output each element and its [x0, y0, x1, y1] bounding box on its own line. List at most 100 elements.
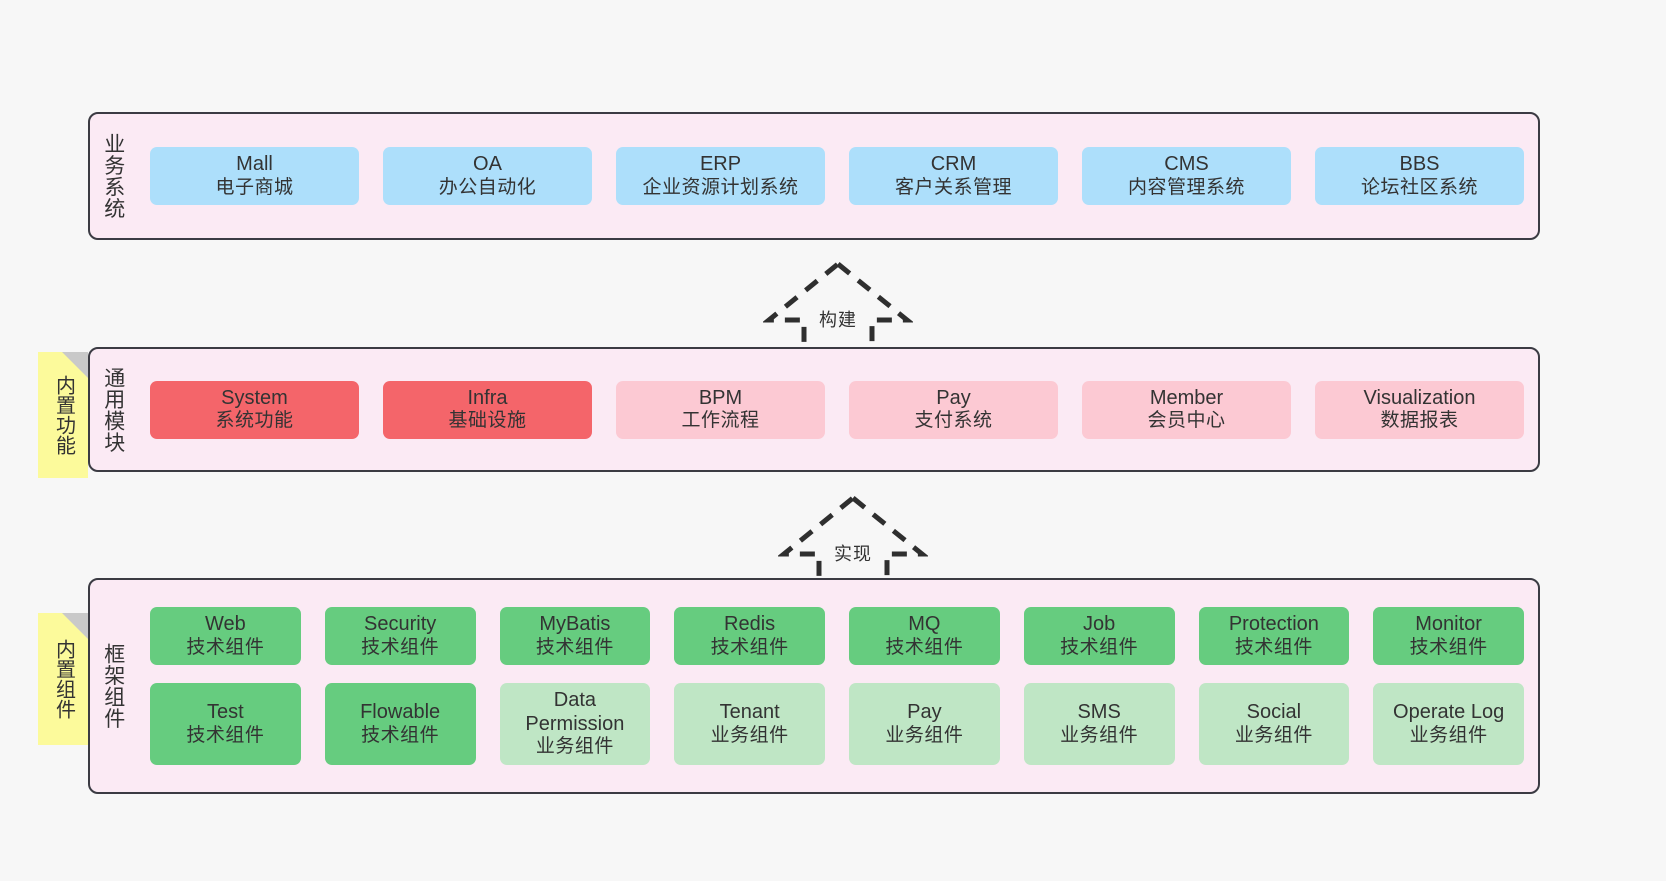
- card-title-en: Tenant: [719, 701, 780, 723]
- card-title-cn: 业务组件: [1234, 724, 1313, 746]
- card-title-cn: 工作流程: [681, 410, 760, 432]
- card-monitor[interactable]: Monitor 技术组件: [1373, 607, 1524, 666]
- card-title-en: Redis: [724, 613, 776, 636]
- card-title-cn: 内容管理系统: [1127, 176, 1245, 198]
- card-pay-component[interactable]: Pay 业务组件: [849, 683, 1000, 765]
- card-title-cn: 技术组件: [1234, 636, 1313, 658]
- card-title-cn: 企业资源计划系统: [642, 176, 799, 198]
- card-web[interactable]: Web 技术组件: [150, 607, 301, 666]
- card-title-en: Flowable: [360, 701, 441, 723]
- card-title-en: Job: [1083, 613, 1116, 636]
- card-row: System 系统功能 Infra 基础设施 BPM 工作流程 Pay 支付系统…: [150, 380, 1524, 439]
- layer-common-module-label: 通用模块: [101, 366, 125, 453]
- note-builtin-components: 内置组件: [38, 613, 88, 745]
- card-title-en: Web: [204, 613, 246, 636]
- card-cms[interactable]: CMS 内容管理系统: [1082, 147, 1291, 205]
- card-visualization[interactable]: Visualization 数据报表: [1315, 380, 1524, 439]
- connector-implement-arrow: 实现: [778, 492, 928, 590]
- card-title-en: CRM: [930, 153, 977, 175]
- card-title-cn: 电子商城: [215, 176, 294, 198]
- card-mybatis[interactable]: MyBatis 技术组件: [499, 607, 651, 666]
- card-title-en: Pay: [936, 386, 971, 409]
- card-title-cn: 客户关系管理: [894, 176, 1012, 198]
- card-title-en: BBS: [1399, 153, 1440, 175]
- card-mall[interactable]: Mall 电子商城: [150, 147, 359, 205]
- note-fold-corner-icon: [62, 352, 88, 378]
- card-row: Mall 电子商城 OA 办公自动化 ERP 企业资源计划系统 CRM 客户关系…: [150, 147, 1524, 205]
- card-sms[interactable]: SMS 业务组件: [1023, 683, 1175, 765]
- card-erp[interactable]: ERP 企业资源计划系统: [616, 147, 825, 205]
- card-title-en: CMS: [1164, 153, 1209, 175]
- card-title-en: Member: [1149, 386, 1224, 409]
- card-title-cn: 系统功能: [215, 410, 294, 432]
- card-title-cn: 办公自动化: [438, 176, 537, 198]
- card-crm[interactable]: CRM 客户关系管理: [849, 147, 1058, 205]
- layer-common-module: 通用模块 System 系统功能 Infra 基础设施 BPM 工作流程 Pay…: [88, 347, 1540, 472]
- connector-build-label: 构建: [819, 310, 857, 330]
- note-fold-corner-icon: [62, 613, 88, 639]
- card-pay[interactable]: Pay 支付系统: [849, 380, 1058, 439]
- card-title-cn: 业务组件: [1060, 724, 1139, 746]
- card-mq[interactable]: MQ 技术组件: [849, 607, 1000, 666]
- connector-build-arrow: 构建: [763, 258, 913, 356]
- card-title-cn: 技术组件: [361, 724, 440, 746]
- card-infra[interactable]: Infra 基础设施: [383, 380, 592, 439]
- card-member[interactable]: Member 会员中心: [1082, 380, 1291, 439]
- note-builtin-features: 内置功能: [38, 352, 88, 478]
- card-title-cn: 会员中心: [1147, 410, 1226, 432]
- card-title-cn: 业务组件: [1409, 724, 1488, 746]
- card-title-en: ERP: [699, 153, 742, 175]
- card-title-en: System: [221, 386, 288, 409]
- card-title-en: Data Permission: [525, 689, 625, 735]
- card-title-cn: 业务组件: [710, 724, 789, 746]
- card-tenant[interactable]: Tenant 业务组件: [674, 683, 825, 765]
- card-row: Test 技术组件 Flowable 技术组件 Data Permission …: [150, 683, 1524, 765]
- card-title-cn: 技术组件: [186, 636, 265, 658]
- card-bpm[interactable]: BPM 工作流程: [616, 380, 825, 439]
- card-title-cn: 技术组件: [710, 636, 789, 658]
- card-social[interactable]: Social 业务组件: [1198, 683, 1350, 765]
- card-operate-log[interactable]: Operate Log 业务组件: [1373, 683, 1524, 765]
- card-title-en: Monitor: [1415, 613, 1482, 636]
- card-title-en: SMS: [1077, 701, 1121, 723]
- layer-business-system-body: Mall 电子商城 OA 办公自动化 ERP 企业资源计划系统 CRM 客户关系…: [136, 114, 1538, 238]
- card-security[interactable]: Security 技术组件: [324, 607, 476, 666]
- card-title-en: MyBatis: [539, 613, 611, 636]
- card-title-cn: 支付系统: [914, 410, 993, 432]
- card-redis[interactable]: Redis 技术组件: [674, 607, 825, 666]
- connector-implement-label: 实现: [834, 544, 872, 564]
- card-title-cn: 技术组件: [535, 636, 614, 658]
- layer-business-system: 业务系统 Mall 电子商城 OA 办公自动化 ERP 企业资源计划系统 CRM…: [88, 112, 1540, 240]
- layer-common-module-body: System 系统功能 Infra 基础设施 BPM 工作流程 Pay 支付系统…: [136, 349, 1538, 470]
- card-job[interactable]: Job 技术组件: [1023, 607, 1175, 666]
- card-title-cn: 基础设施: [448, 410, 527, 432]
- card-oa[interactable]: OA 办公自动化: [383, 147, 592, 205]
- card-test[interactable]: Test 技术组件: [150, 683, 301, 765]
- card-title-cn: 技术组件: [1409, 636, 1488, 658]
- note-builtin-features-label: 内置功能: [52, 375, 75, 455]
- card-data-permission[interactable]: Data Permission 业务组件: [499, 683, 651, 765]
- card-title-cn: 技术组件: [186, 724, 265, 746]
- card-title-en: Protection: [1228, 613, 1319, 636]
- card-title-en: Security: [364, 613, 437, 636]
- layer-business-system-label: 业务系统: [101, 133, 125, 219]
- card-system[interactable]: System 系统功能: [150, 380, 359, 439]
- card-title-cn: 论坛社区系统: [1360, 176, 1478, 198]
- layer-framework-component: 框架组件 Web 技术组件 Security 技术组件 MyBatis 技术组件…: [88, 578, 1540, 794]
- card-title-en: Social: [1246, 701, 1302, 723]
- card-flowable[interactable]: Flowable 技术组件: [324, 683, 476, 765]
- card-title-cn: 业务组件: [885, 724, 964, 746]
- note-builtin-components-label: 内置组件: [52, 639, 75, 719]
- card-title-en: Pay: [907, 701, 942, 723]
- layer-framework-component-body: Web 技术组件 Security 技术组件 MyBatis 技术组件 Redi…: [136, 580, 1538, 792]
- card-title-en: Visualization: [1363, 386, 1476, 409]
- card-title-en: Infra: [467, 386, 508, 409]
- card-title-en: BPM: [698, 386, 743, 409]
- card-title-cn: 技术组件: [1060, 636, 1139, 658]
- card-title-en: Test: [207, 701, 244, 723]
- card-protection[interactable]: Protection 技术组件: [1198, 607, 1350, 666]
- card-title-cn: 业务组件: [535, 736, 614, 758]
- card-title-cn: 技术组件: [885, 636, 964, 658]
- card-bbs[interactable]: BBS 论坛社区系统: [1315, 147, 1524, 205]
- layer-framework-component-label: 框架组件: [101, 643, 125, 729]
